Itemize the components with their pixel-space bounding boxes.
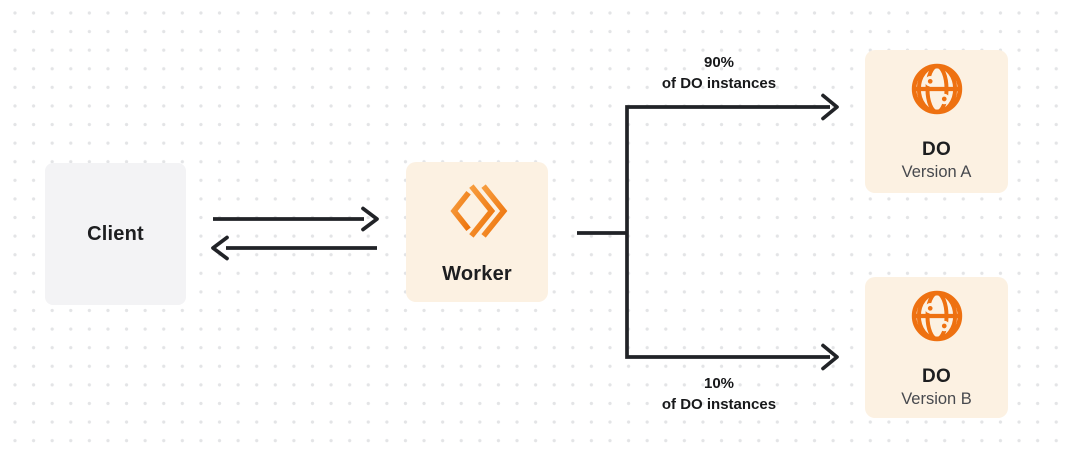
arrowhead-to-do-b	[821, 343, 839, 371]
edge-10-percent-caption: of DO instances	[661, 396, 777, 413]
edge-label-90-percent: 90% of DO instances	[599, 52, 839, 94]
client-label: Client	[87, 222, 144, 245]
edge-10-percent-value: 10%	[703, 375, 735, 392]
edge-label-10-percent: 10% of DO instances	[599, 373, 839, 415]
arrowhead-to-do-a	[821, 93, 839, 121]
do-a-title: DO	[922, 139, 951, 160]
do-a-subtitle: Version A	[901, 163, 972, 181]
globe-icon	[908, 287, 966, 345]
node-do-version-b: DO Version B	[865, 277, 1008, 418]
do-b-subtitle: Version B	[901, 390, 972, 408]
node-client: Client	[45, 163, 186, 305]
globe-icon	[908, 60, 966, 118]
branch-split-lines	[625, 105, 830, 359]
arrow-worker-to-client	[211, 235, 377, 261]
edge-90-percent-value: 90%	[703, 54, 735, 71]
edge-90-percent-caption: of DO instances	[661, 75, 777, 92]
node-worker: Worker	[406, 162, 548, 302]
arrow-client-to-worker	[213, 206, 379, 232]
do-b-title: DO	[922, 366, 951, 387]
node-do-version-a: DO Version A	[865, 50, 1008, 193]
workers-chevrons-icon	[446, 181, 508, 241]
worker-label: Worker	[442, 263, 512, 285]
